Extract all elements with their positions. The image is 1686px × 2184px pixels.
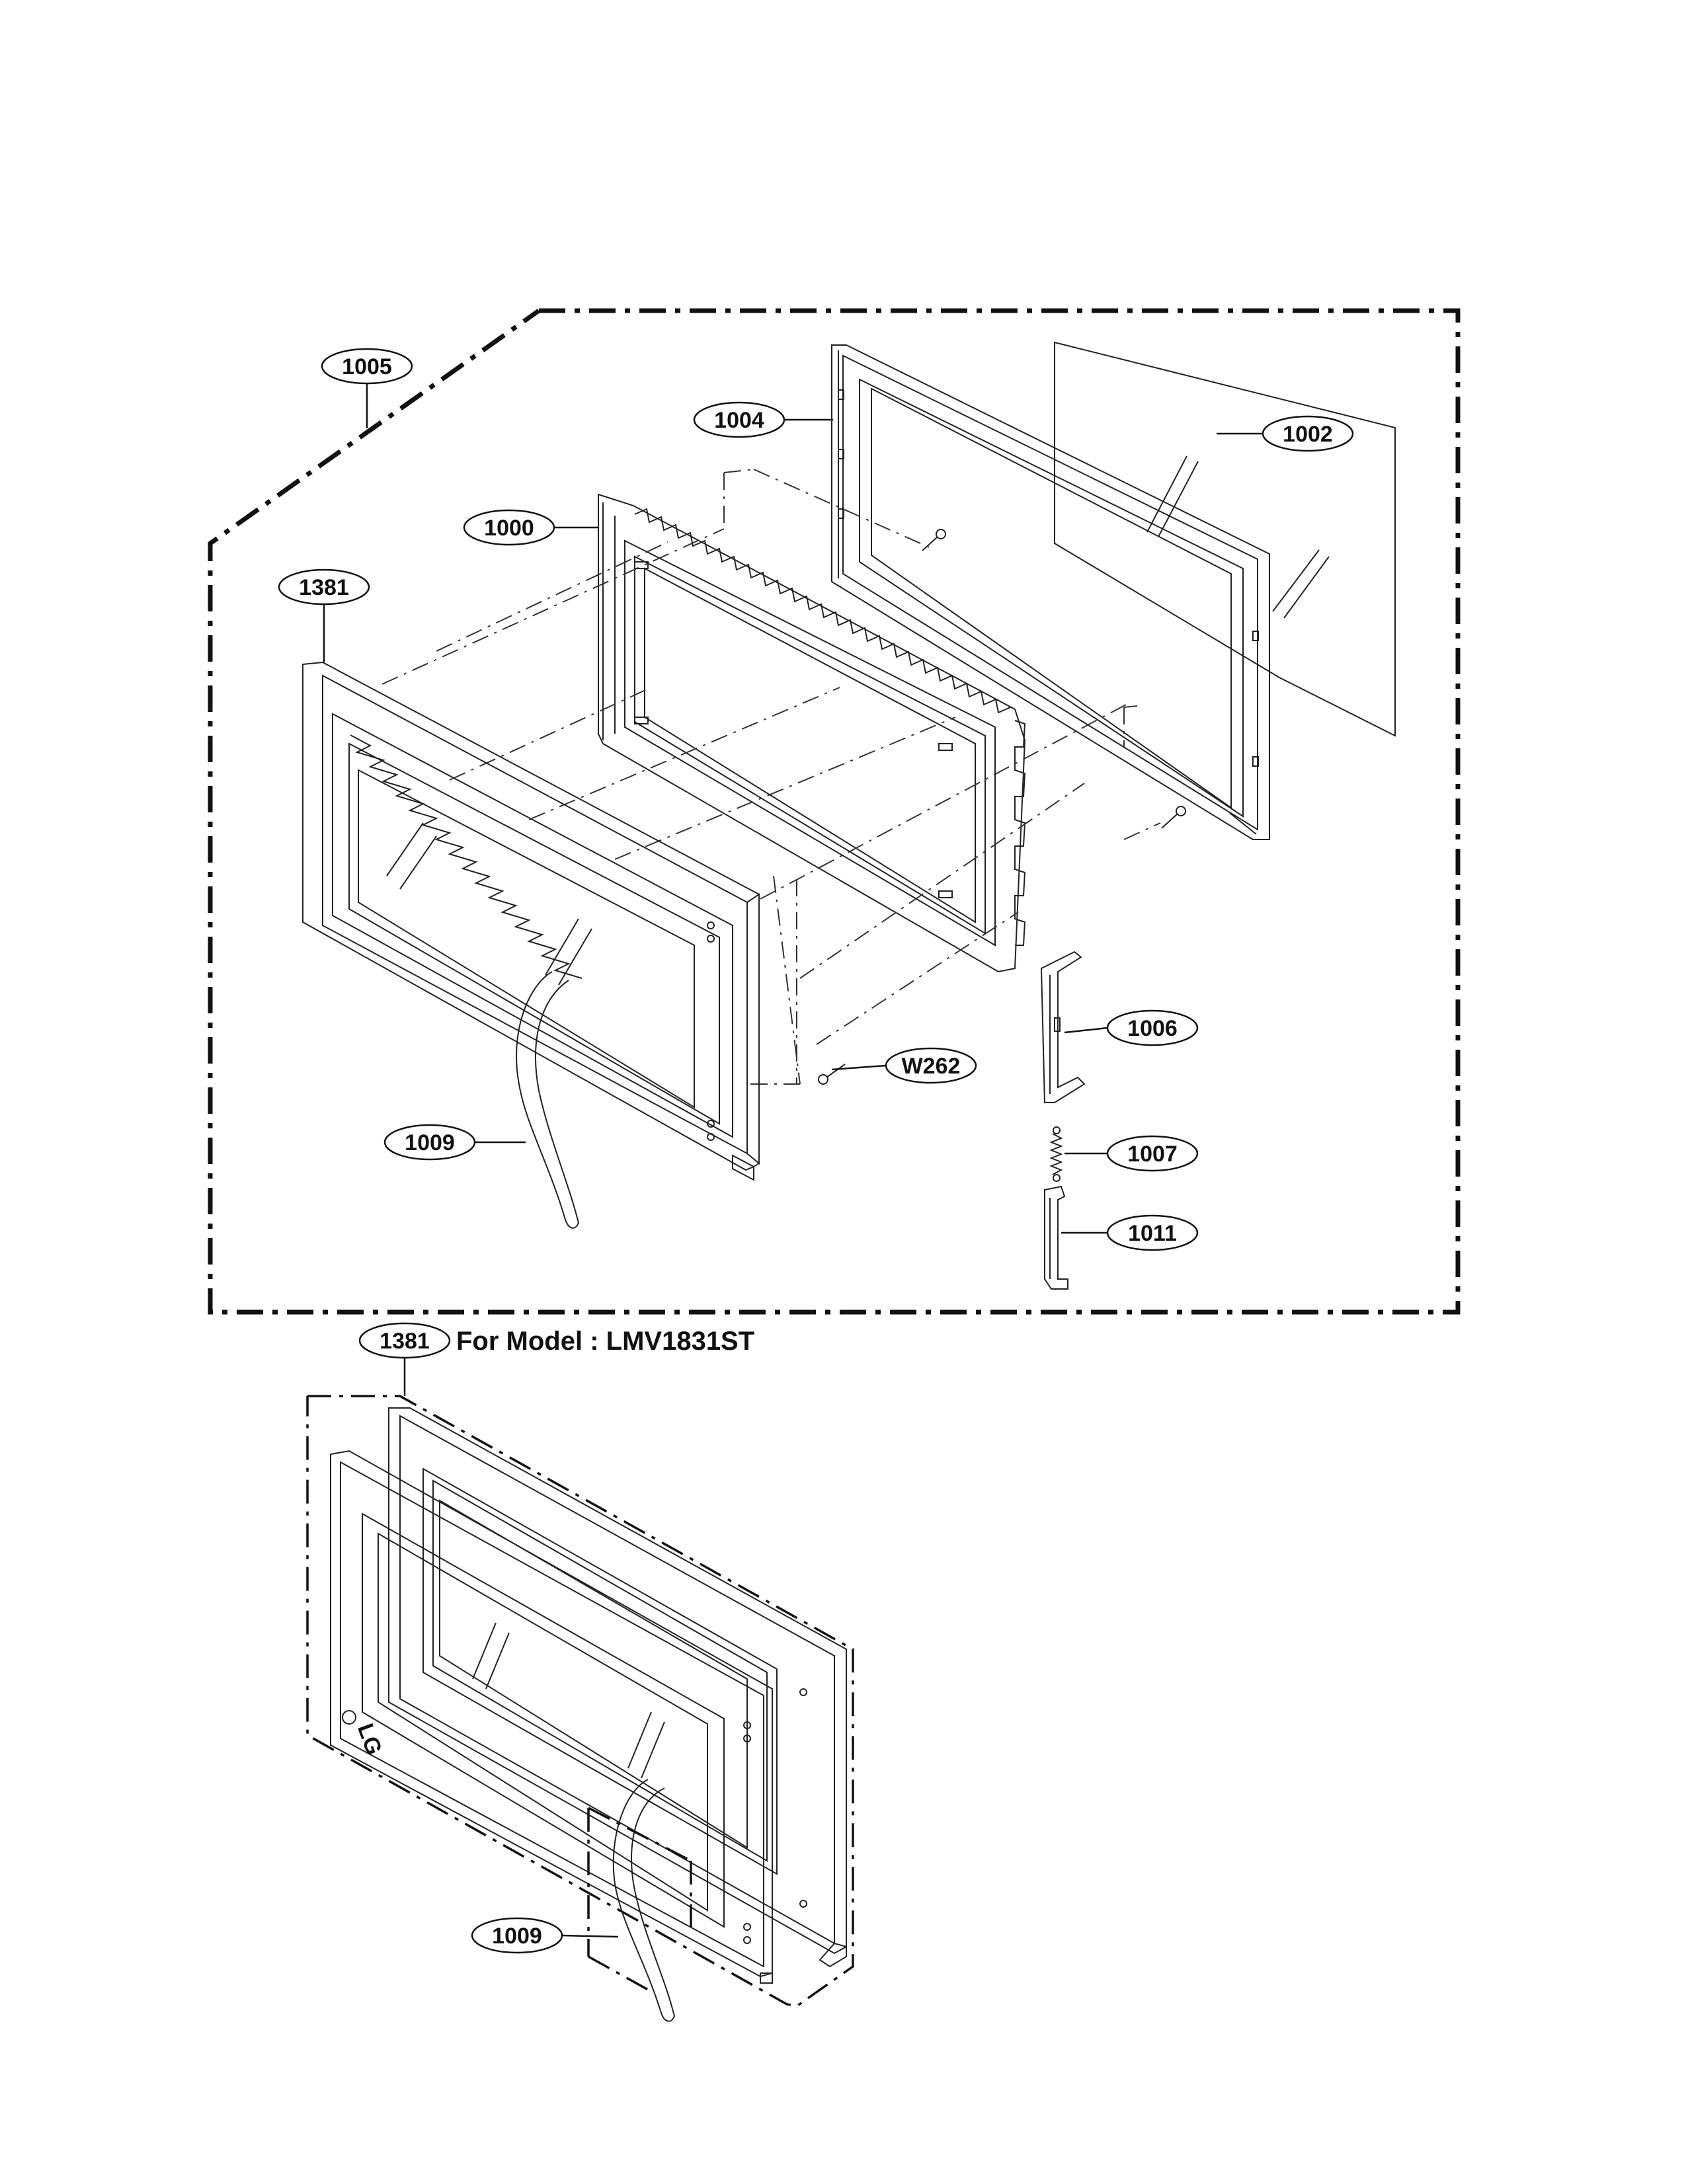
alt-handle-1009 — [612, 1779, 676, 2022]
callout-1004: 1004 — [693, 401, 833, 438]
model-caption: For Model : LMV1831ST — [456, 1327, 754, 1356]
screw-upper — [922, 529, 946, 551]
callout-1381-label: 1381 — [299, 575, 349, 600]
alt-door-panel-1381 — [330, 1407, 847, 1984]
callout-1005-label: 1005 — [342, 354, 392, 379]
screw-w262 — [818, 1064, 846, 1085]
callout-1002-label: 1002 — [1283, 422, 1333, 447]
callout-1000-label: 1000 — [484, 516, 534, 541]
callout-1006-label: 1006 — [1127, 1016, 1178, 1041]
callout-1011-label: 1011 — [1128, 1221, 1177, 1246]
door-panel-1381 — [302, 661, 760, 1181]
callout-w262: W262 — [831, 1047, 977, 1084]
handle-1009 — [516, 971, 580, 1229]
door-frame-1000 — [598, 493, 1026, 973]
callout-1011: 1011 — [1061, 1214, 1199, 1251]
choke-frame-1004 — [831, 344, 1270, 840]
callout-1381-alt-label: 1381 — [380, 1329, 430, 1354]
alignment-lines — [381, 469, 1161, 1085]
latch-1011 — [1044, 1185, 1068, 1290]
callout-1007-label: 1007 — [1127, 1142, 1178, 1167]
callout-1009-label: 1009 — [405, 1130, 455, 1155]
latch-1006 — [1040, 951, 1086, 1103]
callout-1009: 1009 — [383, 1124, 526, 1161]
callout-w262-label: W262 — [902, 1054, 961, 1079]
alt-door-logo: LG — [352, 1720, 387, 1758]
alt-door-boundary — [306, 1395, 854, 2008]
callout-1002: 1002 — [1217, 415, 1354, 452]
alt-alignment-lines — [587, 1807, 692, 1991]
callout-1004-label: 1004 — [714, 408, 764, 433]
callout-1381: 1381 — [278, 568, 370, 662]
callout-1005: 1005 — [321, 348, 413, 428]
callout-1009-alt: 1009 — [471, 1917, 619, 1954]
callout-1006: 1006 — [1064, 1009, 1199, 1046]
callout-1381-alt: 1381 — [358, 1322, 451, 1396]
callout-1007: 1007 — [1064, 1135, 1199, 1172]
callout-1009-alt-label: 1009 — [492, 1924, 542, 1949]
screw-lower — [1161, 806, 1186, 829]
assembly-boundary — [208, 308, 1461, 1315]
spring-1007 — [1049, 1126, 1063, 1182]
glass-panel-1002 — [1054, 341, 1396, 737]
callout-1000: 1000 — [463, 509, 598, 546]
